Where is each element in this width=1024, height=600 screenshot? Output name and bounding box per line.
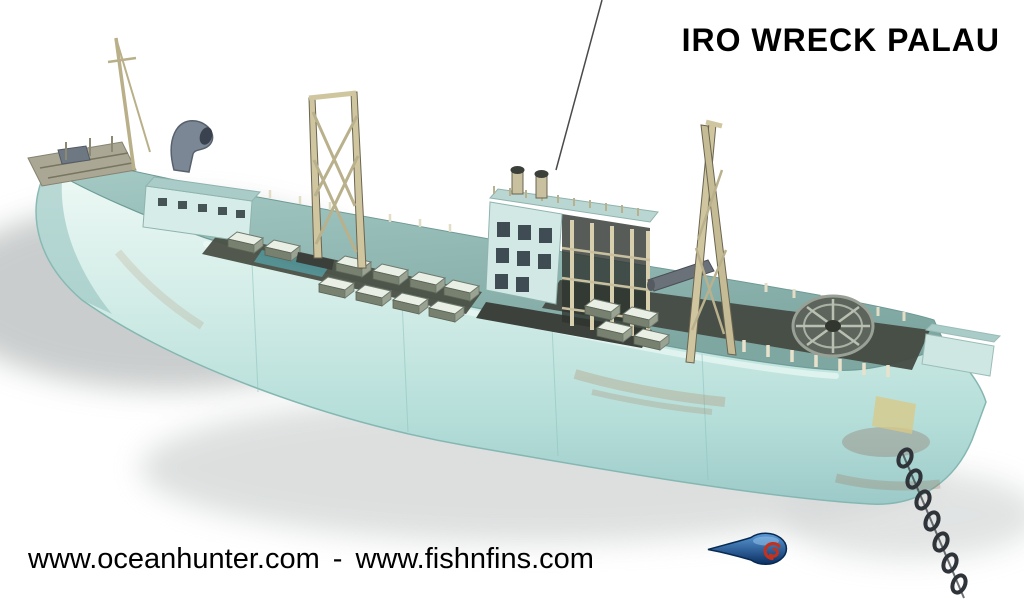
fishnfins-url: www.fishnfins.com <box>355 543 594 575</box>
bridge-vents <box>510 166 549 199</box>
stern-hull-patch <box>872 396 916 434</box>
oceanhunter-url: www.oceanhunter.com <box>28 543 320 575</box>
stern-deckhouse <box>921 323 1002 377</box>
stern-bollards <box>742 340 890 377</box>
compass-logo-icon <box>707 532 788 565</box>
page-title: IRO WRECK PALAU <box>681 22 1000 58</box>
anchor-chain <box>896 447 968 599</box>
aft-kingpost <box>685 119 737 364</box>
gun-platform <box>791 294 875 358</box>
footer-separator: - <box>332 543 343 575</box>
footer-websites: www.oceanhunter.com-www.fishnfins.com <box>28 543 594 576</box>
foremast <box>107 37 151 171</box>
aerial-wire <box>555 0 603 171</box>
bow-structures <box>27 136 137 187</box>
fore-kingpost <box>296 90 367 270</box>
forward-deckhouse <box>142 120 261 243</box>
